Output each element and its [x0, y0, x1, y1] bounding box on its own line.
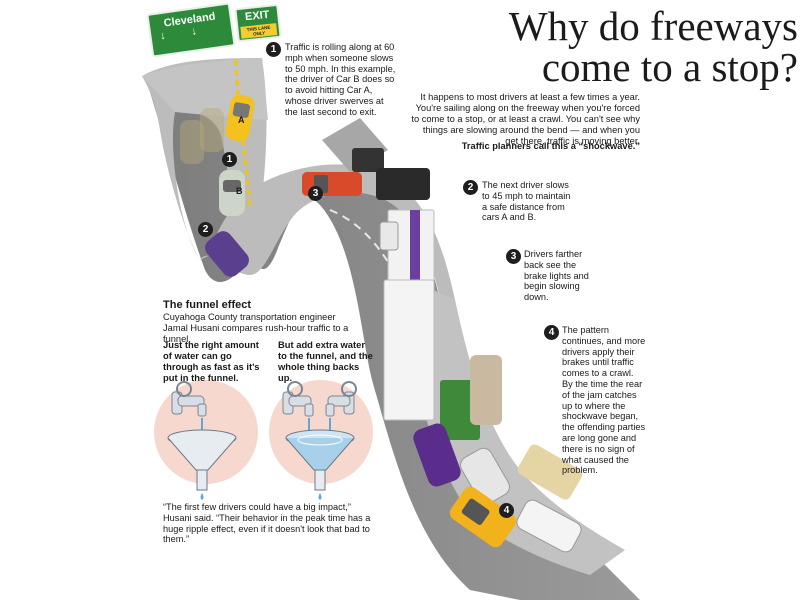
semi-truck-2 — [383, 279, 435, 421]
dump-truck — [322, 118, 388, 172]
intro-bold-text: Traffic planners call this a “shockwave.… — [461, 141, 640, 151]
step-3-text: Drivers farther back see the brake light… — [524, 249, 589, 303]
funnel-section-subtitle: Cuyahoga County transportation engineer … — [163, 312, 349, 344]
funnel-right-icon — [285, 429, 355, 500]
step-2-text: The next driver slows to 45 mph to maint… — [482, 180, 571, 223]
faucet-right-a-icon — [282, 381, 314, 434]
white-car-front — [516, 499, 582, 553]
road-surface — [142, 58, 620, 560]
road-lower — [390, 270, 625, 575]
exit-sign: EXIT THIS LANE ONLY — [234, 3, 282, 43]
road-marker-2: 2 — [198, 222, 213, 237]
car-b-label: B — [236, 186, 243, 196]
faucet-left-icon — [171, 381, 207, 432]
ghost-car-2 — [200, 108, 224, 152]
step-4-badge: 4 — [544, 325, 559, 340]
funnel-section-title: The funnel effect — [163, 299, 252, 311]
funnel-quote: “The first few drivers could have a big … — [163, 502, 371, 545]
step-1-badge: 1 — [266, 42, 281, 57]
black-truck — [376, 168, 430, 200]
step-1-text: Traffic is rolling along at 60 mph when … — [285, 42, 396, 117]
step-3-badge: 3 — [506, 249, 521, 264]
tan-van — [470, 355, 502, 425]
road-marker-3: 3 — [308, 186, 323, 201]
funnel-right-caption: But add extra water to the funnel, and t… — [278, 339, 373, 383]
yellow-car-front — [449, 486, 517, 548]
step-2-badge: 2 — [463, 180, 478, 195]
intro-text: It happens to most drivers at least a fe… — [411, 92, 640, 146]
white-car — [460, 447, 510, 505]
car-a-label: A — [238, 115, 245, 125]
purple-car — [205, 231, 249, 277]
car-b — [219, 170, 245, 216]
page-title: Why do freeways come to a stop? — [508, 3, 798, 90]
funnel-left-caption: Just the right amount of water can go th… — [163, 339, 260, 383]
step-4-text: The pattern continues, and more drivers … — [562, 325, 646, 476]
faucet-right-b-icon — [325, 381, 357, 434]
road-marker-1: 1 — [222, 152, 237, 167]
road-marker-4: 4 — [499, 503, 514, 518]
funnel-left-icon — [167, 429, 237, 500]
tan-pickup — [517, 444, 583, 500]
lane-only-label: THIS LANE ONLY — [240, 23, 278, 39]
ghost-car-1 — [180, 120, 204, 164]
car-a — [225, 94, 255, 142]
exit-sign-label: EXIT — [244, 8, 271, 24]
purple-car-2 — [413, 423, 461, 487]
